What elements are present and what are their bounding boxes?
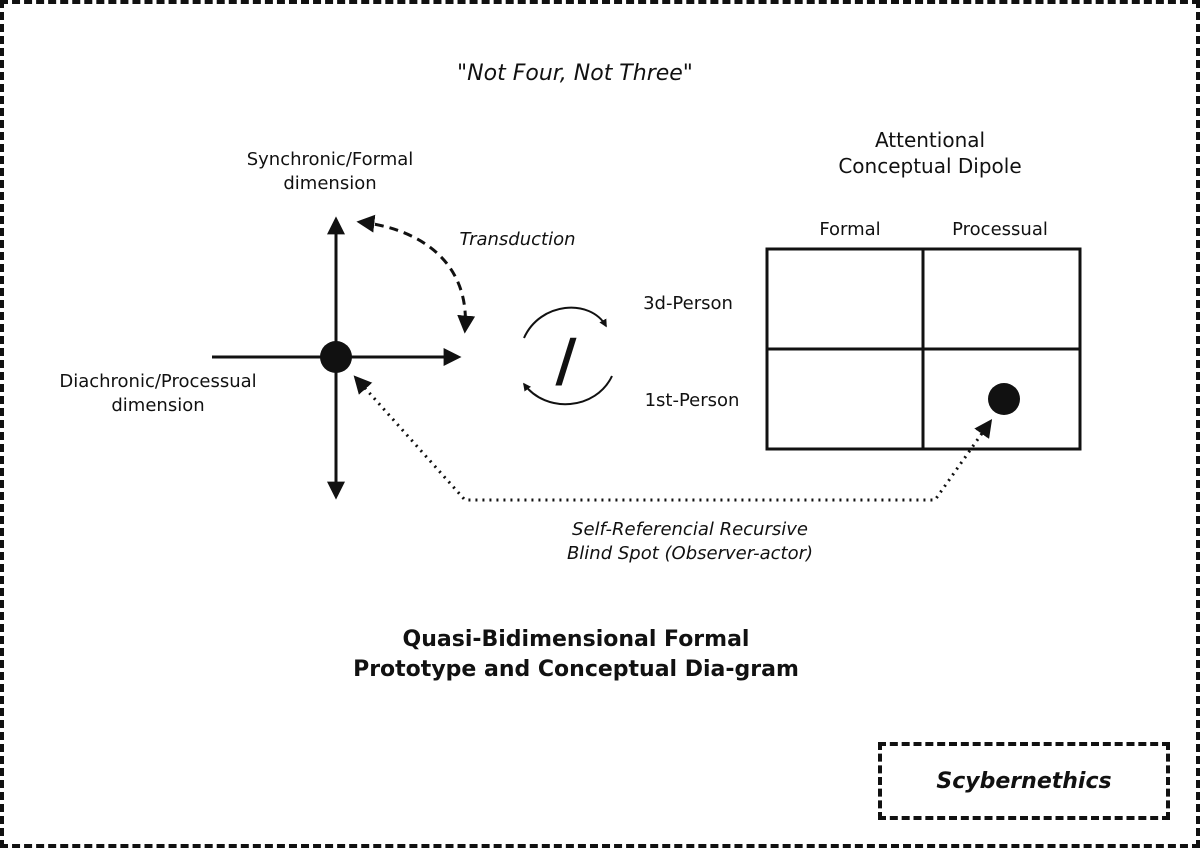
- caption-line1: Quasi-Bidimensional Formal: [402, 627, 750, 652]
- column-header-processual: Processual: [952, 219, 1048, 240]
- blind-spot-label-line2: Blind Spot (Observer-actor): [566, 543, 814, 564]
- vertical-axis-label-line2: dimension: [283, 173, 377, 194]
- vertical-axis-label-line1: Synchronic/Formal: [246, 149, 414, 170]
- caption-line2: Prototype and Conceptual Dia-gram: [353, 657, 799, 682]
- diagram-title: "Not Four, Not Three": [457, 61, 693, 86]
- transduction-label: Transduction: [459, 229, 576, 250]
- blind-spot-label-line1: Self-Referencial Recursive: [572, 519, 808, 540]
- origin-dot: [320, 341, 352, 373]
- brand-name: Scybernethics: [936, 768, 1112, 794]
- brand-box: Scybernethics: [878, 742, 1170, 820]
- observer-dot: [988, 383, 1020, 415]
- rotation-arc-top: [523, 306, 607, 339]
- horizontal-axis-label-line2: dimension: [111, 395, 205, 416]
- blind-spot-arrow: [353, 375, 993, 502]
- transduction-arrow: [356, 214, 476, 334]
- column-header-formal: Formal: [819, 219, 881, 240]
- dipole-title-line1: Attentional: [874, 128, 986, 152]
- horizontal-axis-label-line1: Diachronic/Processual: [59, 371, 257, 392]
- row-header-third-person: 3d-Person: [643, 293, 733, 314]
- dipole-title-line2: Conceptual Dipole: [838, 154, 1022, 178]
- slash-symbol: /: [555, 326, 577, 394]
